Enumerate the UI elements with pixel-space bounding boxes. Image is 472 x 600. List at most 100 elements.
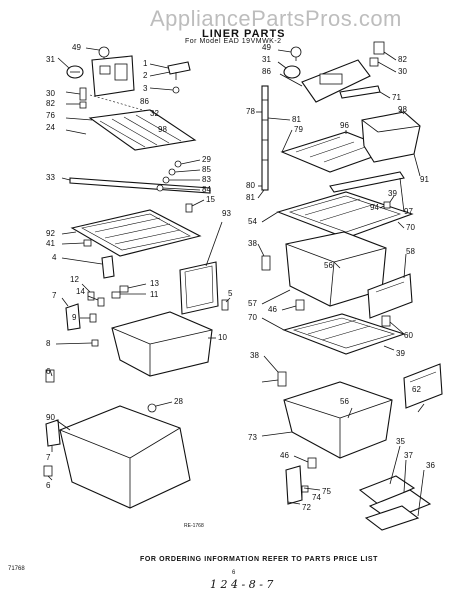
callout-74: 74 [312, 493, 321, 502]
callout-36: 36 [426, 461, 435, 470]
part-socket-left [66, 65, 84, 79]
page-title: LINER PARTS [202, 28, 286, 40]
part-60 [381, 315, 391, 327]
part-drawer-front-62 [403, 363, 443, 409]
part-crisper-drawer-90 [59, 405, 191, 509]
callout-92: 92 [46, 229, 55, 238]
callout-2: 2 [143, 71, 148, 80]
callout-90: 90 [46, 413, 55, 422]
part-damper-left [167, 61, 191, 94]
callout-35: 35 [396, 437, 405, 446]
part-panel-93 [179, 261, 219, 315]
part-46-upper [295, 299, 305, 311]
part-drawer-front-58 [367, 273, 413, 319]
callout-75: 75 [322, 487, 331, 496]
leader-lines [47, 47, 231, 481]
callout-54: 54 [248, 217, 257, 226]
callout-38-lower: 38 [250, 351, 259, 360]
callout-62: 62 [412, 385, 421, 394]
callout-60: 60 [404, 331, 413, 340]
part-bracket-right [369, 41, 385, 67]
part-clip-94 [383, 201, 391, 209]
callout-57: 57 [248, 299, 257, 308]
callout-6-lower: 6 [46, 481, 51, 490]
part-crisper-cover-left [70, 209, 202, 257]
doc-code: 71768 [8, 566, 25, 572]
part-pan-98-right [361, 111, 421, 163]
callout-8: 8 [46, 339, 51, 348]
callout-15: 15 [206, 195, 215, 204]
part-rail-33 [69, 177, 211, 194]
part-bracket-7-9 [65, 303, 97, 331]
callout-30-right: 30 [398, 67, 407, 76]
callout-46-lower: 46 [280, 451, 289, 460]
callout-41: 41 [46, 239, 55, 248]
callout-81: 81 [292, 115, 301, 124]
figure-code: RE-1768 [184, 523, 204, 529]
callout-46: 46 [268, 305, 277, 314]
part-tube-78 [261, 85, 269, 191]
callout-7: 7 [52, 291, 57, 300]
callout-31-right: 31 [262, 55, 271, 64]
callout-7-lower: 7 [46, 453, 51, 462]
part-5 [221, 299, 229, 311]
callout-32: 32 [150, 109, 159, 118]
part-hardware-lower-right [285, 457, 317, 505]
callout-82: 82 [46, 99, 55, 108]
part-meat-pan-10 [111, 311, 213, 377]
callout-31: 31 [46, 55, 55, 64]
callout-12: 12 [70, 275, 79, 284]
callout-78: 78 [246, 107, 255, 116]
callout-28: 28 [174, 397, 183, 406]
part-bracket-left [79, 87, 87, 109]
callout-58: 58 [406, 247, 415, 256]
callout-14: 14 [76, 287, 85, 296]
callout-86: 86 [140, 97, 149, 106]
part-control-housing-left [91, 55, 135, 97]
callout-94: 94 [370, 203, 379, 212]
callout-93: 93 [222, 209, 231, 218]
model-subtitle: For Model EAD 19VMWK-2 [185, 38, 282, 45]
part-28 [147, 403, 157, 413]
callout-30: 30 [46, 89, 55, 98]
callout-70-lower: 70 [248, 313, 257, 322]
callout-1: 1 [143, 59, 148, 68]
callout-79: 79 [294, 125, 303, 134]
callout-13: 13 [150, 279, 159, 288]
callout-29: 29 [202, 155, 211, 164]
callout-39: 39 [388, 189, 397, 198]
callout-72: 72 [302, 503, 311, 512]
callout-86-right: 86 [262, 67, 271, 76]
callout-56-lower: 56 [340, 397, 349, 406]
callout-98: 98 [158, 125, 167, 134]
callout-96: 96 [340, 121, 349, 130]
callout-labels: 49 31 1 2 3 30 82 86 76 32 24 98 33 29 8… [46, 43, 435, 512]
callout-37: 37 [404, 451, 413, 460]
part-glass-shelf-70-upper [276, 191, 414, 239]
handwritten-note: 1 2 4 - 8 - 7 [210, 578, 274, 591]
callout-80: 80 [246, 181, 255, 190]
callout-76: 76 [46, 111, 55, 120]
part-rail-97 [329, 171, 405, 193]
callout-24: 24 [46, 123, 55, 132]
callout-85: 85 [202, 165, 211, 174]
part-socket-right [283, 65, 301, 79]
callout-5: 5 [228, 289, 233, 298]
callout-38: 38 [248, 239, 257, 248]
callout-6: 6 [46, 367, 51, 376]
leader-lines-right [256, 49, 425, 517]
part-crisper-56-lower [283, 381, 393, 459]
part-8 [91, 339, 99, 347]
part-bulb-right [290, 46, 302, 61]
callout-91: 91 [420, 175, 429, 184]
page-number: 6 [232, 570, 236, 576]
ordering-footer: FOR ORDERING INFORMATION REFER TO PARTS … [140, 556, 379, 563]
part-control-housing-right [301, 59, 371, 103]
callout-4: 4 [52, 253, 57, 262]
callout-49: 49 [72, 43, 81, 52]
callout-33: 33 [46, 173, 55, 182]
callout-70: 70 [406, 223, 415, 232]
part-clip-41 [83, 239, 92, 247]
